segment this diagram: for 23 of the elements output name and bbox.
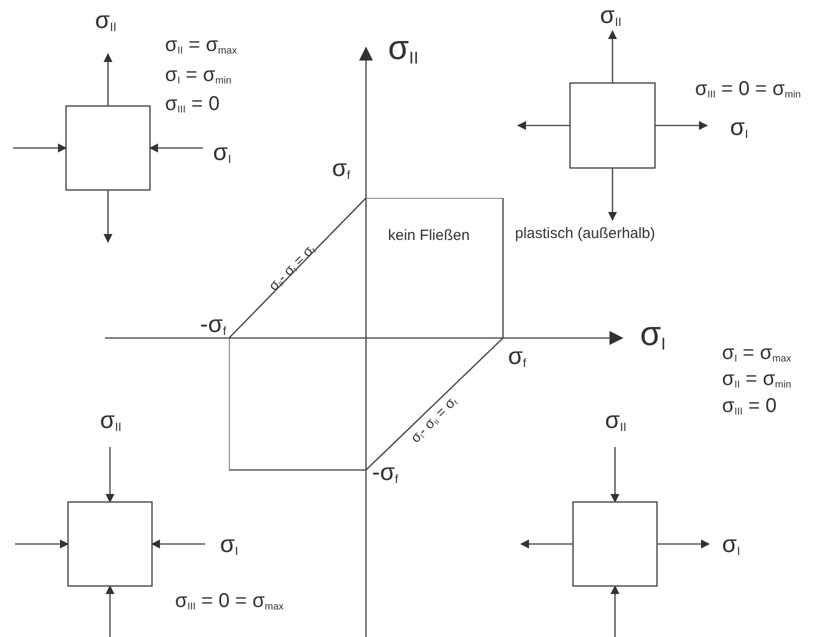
stress-label: σ$_{I}$ — [730, 115, 748, 142]
condition-equation: σ$_{III}$ = 0 — [165, 93, 220, 116]
tick-label: -σ$_{f}$ — [372, 460, 398, 486]
region-label: kein Fließen — [388, 228, 470, 244]
stress-label: σ$_{I}$ — [220, 532, 238, 558]
tick-label: -σ$_{f}$ — [200, 312, 226, 338]
stress-label: σ$_{I}$ — [213, 140, 232, 166]
stress-label: σ$_{II}$ — [605, 408, 626, 434]
stress-label: σ$_{II}$ — [100, 408, 122, 434]
condition-equation: σ$_{III}$ = 0 = σ$_{min}$ — [695, 78, 801, 100]
axis-label: σ$_{I}$ — [640, 316, 666, 354]
stress-label: σ$_{II}$ — [600, 3, 622, 30]
condition-equation: σ$_{III}$ = 0 — [722, 395, 777, 418]
tick-label: σ$_{f}$ — [508, 344, 526, 370]
tick-label: σ$_{f}$ — [332, 156, 350, 182]
condition-equation: σ$_{I}$ = σ$_{min}$ — [165, 64, 232, 86]
stress-label: σ$_{II}$ — [95, 8, 116, 34]
axis-label: σ$_{II}$ — [388, 30, 418, 68]
condition-equation: σ$_{III}$ = 0 = σ$_{max}$ — [175, 590, 284, 612]
condition-equation: σ$_{I}$ = σ$_{max}$ — [722, 342, 792, 364]
stress-label: σ$_{I}$ — [722, 532, 740, 558]
condition-equation: σ$_{II}$ = σ$_{min}$ — [722, 368, 792, 390]
condition-equation: σ$_{II}$ = σ$_{max}$ — [165, 34, 237, 56]
